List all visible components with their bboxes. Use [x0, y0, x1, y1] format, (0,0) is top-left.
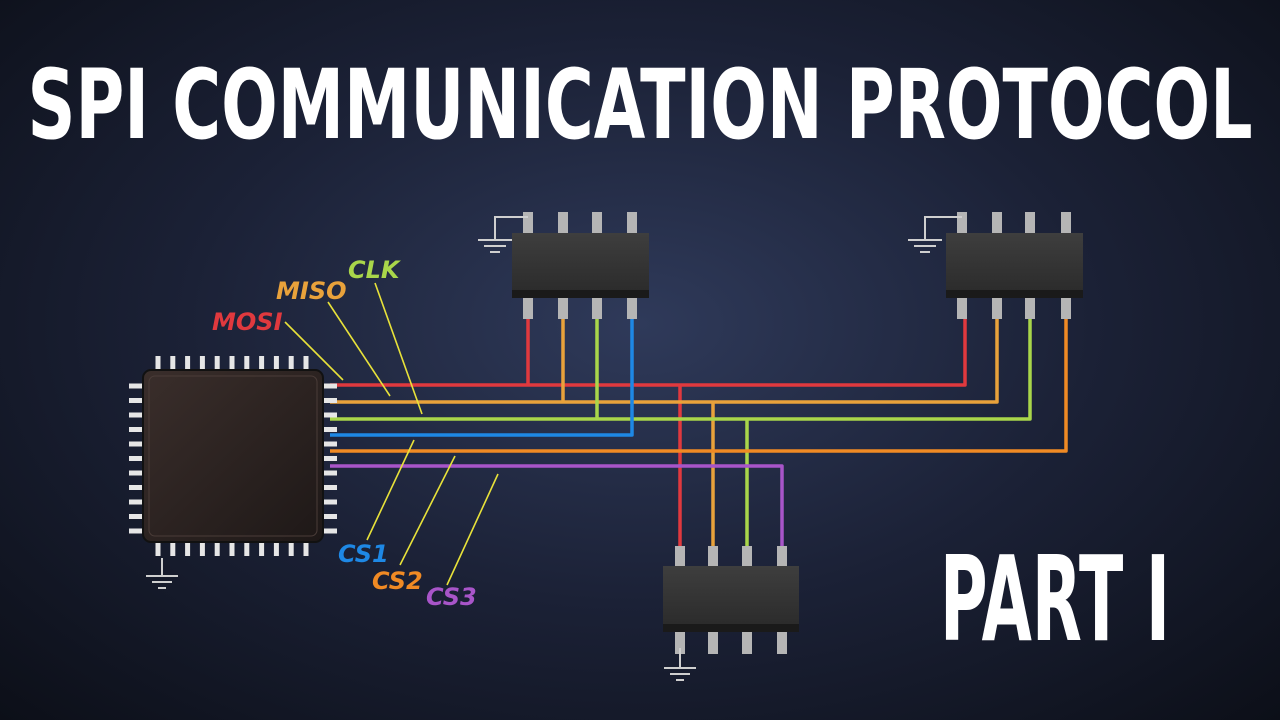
- ic-leg: [708, 632, 718, 654]
- wire-clk: [330, 318, 1032, 421]
- mcu-pin: [323, 456, 337, 461]
- mcu-pin: [129, 427, 143, 432]
- ic-leg: [675, 546, 685, 568]
- mcu-pin: [155, 356, 161, 370]
- ic-leg: [1061, 212, 1071, 234]
- ic-leg: [992, 297, 1002, 319]
- mcu-pin: [129, 499, 143, 505]
- mcu-pin: [244, 356, 250, 370]
- mcu-pin: [129, 441, 143, 447]
- ic-leg: [992, 212, 1002, 234]
- mcu-pin: [323, 499, 337, 505]
- mcu-pin: [185, 542, 191, 556]
- ic-leg: [627, 212, 637, 234]
- mcu-pin: [129, 470, 143, 476]
- slave-ic-2: [946, 212, 1083, 319]
- slave-ic-3: [663, 546, 799, 654]
- mcu-pin: [323, 485, 337, 490]
- ic-leg: [592, 297, 602, 319]
- label-miso: MISO: [276, 277, 347, 305]
- label-cs2: CS2: [372, 567, 423, 595]
- ground-symbol-icon: [146, 558, 178, 589]
- mcu-pin: [303, 542, 309, 556]
- mcu-pin: [129, 528, 143, 534]
- mcu-pin: [303, 356, 309, 370]
- mcu-pin: [129, 456, 143, 461]
- ic-leg: [777, 546, 787, 568]
- mcu-pin: [323, 427, 337, 432]
- wires: [330, 318, 1068, 548]
- mcu-pin: [170, 356, 176, 370]
- ic-leg: [1025, 297, 1035, 319]
- ic-leg: [675, 632, 685, 654]
- mcu-pin: [229, 356, 235, 370]
- mcu-pin: [229, 542, 235, 556]
- mcu-pin: [323, 470, 337, 476]
- ic-leg: [558, 212, 568, 234]
- mcu-pin: [244, 542, 250, 556]
- wire-cs2: [330, 318, 1068, 453]
- mcu-pin: [323, 383, 337, 389]
- ic-leg: [523, 212, 533, 234]
- wire-cs3: [330, 464, 784, 548]
- label-mosi: MOSI: [212, 308, 283, 336]
- ic-leg: [558, 297, 568, 319]
- mcu-pin: [155, 542, 161, 556]
- mcu-pin: [199, 356, 205, 370]
- ground-symbol-icon: [478, 216, 528, 253]
- ic-leg: [592, 212, 602, 234]
- mcu-pin: [288, 542, 294, 556]
- mcu-pin: [323, 441, 337, 447]
- wire-cs1: [330, 318, 634, 437]
- mcu-pin: [170, 542, 176, 556]
- mcu-pin: [129, 383, 143, 389]
- wire-miso: [330, 318, 999, 404]
- ic-leg: [957, 297, 967, 319]
- microcontroller-chip: [129, 356, 337, 556]
- ic-leg: [777, 632, 787, 654]
- ic-leg: [1061, 297, 1071, 319]
- label-cs3: CS3: [426, 583, 477, 611]
- wire-mosi: [330, 318, 967, 387]
- ic-leg: [742, 632, 752, 654]
- mcu-pin: [323, 398, 337, 403]
- mcu-pin: [199, 542, 205, 556]
- mcu-pins: [129, 356, 337, 556]
- mcu-pin: [323, 514, 337, 519]
- mcu-pin: [273, 542, 279, 556]
- ic-leg: [1025, 212, 1035, 234]
- mcu-pin: [259, 542, 265, 556]
- ground-symbol-icon: [664, 648, 696, 681]
- mcu-pin: [288, 356, 294, 370]
- ground-symbol-icon: [908, 216, 962, 253]
- mcu-pin: [214, 542, 220, 556]
- mcu-pin: [323, 412, 337, 418]
- mcu-pin: [129, 485, 143, 490]
- page-title: SPI COMMUNICATION PROTOCOL: [28, 49, 1253, 161]
- mcu-pin: [129, 398, 143, 403]
- label-cs1: CS1: [338, 540, 389, 568]
- part-label: PART I: [940, 530, 1170, 668]
- ic-leg: [742, 546, 752, 568]
- label-pointers: [284, 282, 499, 586]
- mcu-pin: [214, 356, 220, 370]
- mcu-pin: [185, 356, 191, 370]
- label-clk: CLK: [348, 256, 402, 284]
- mcu-pin: [129, 514, 143, 519]
- mcu-pin: [323, 528, 337, 534]
- ic-leg: [523, 297, 533, 319]
- ic-leg: [957, 212, 967, 234]
- ic-leg: [708, 546, 718, 568]
- mcu-pin: [259, 356, 265, 370]
- ic-leg: [627, 297, 637, 319]
- slave-ic-1: [512, 212, 649, 319]
- mcu-pin: [273, 356, 279, 370]
- mcu-pin: [129, 412, 143, 418]
